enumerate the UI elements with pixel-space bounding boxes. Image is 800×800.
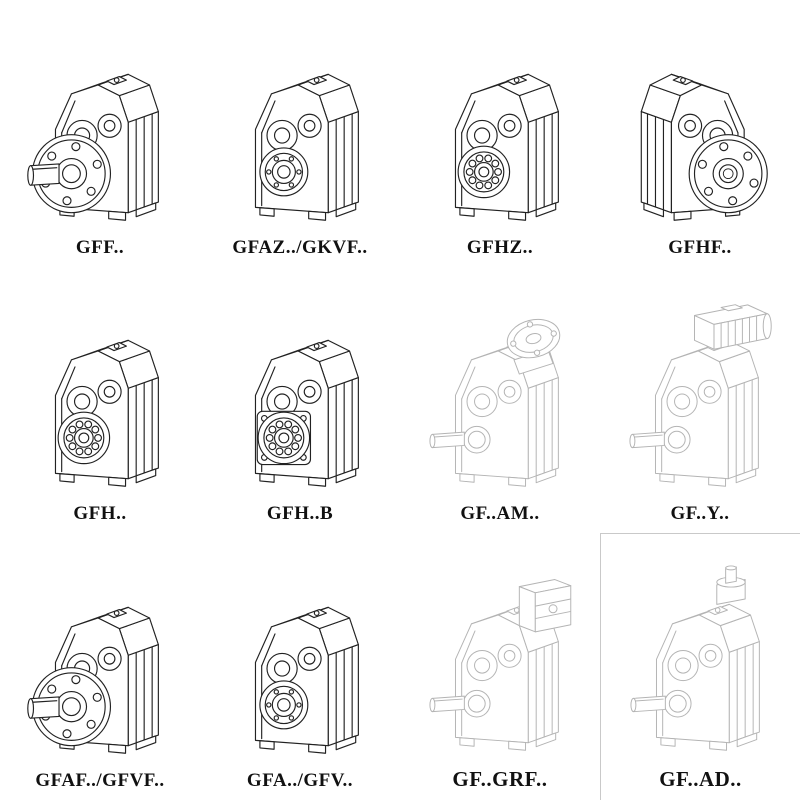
model-label: GFHZ.. (466, 236, 534, 258)
gearbox-flange-mirrored-icon (641, 73, 768, 221)
gearbox-flange-with-shaft-icon (27, 73, 159, 221)
catalog-cell-gfaz-gkvf: GFAZ../GKVF.. (200, 0, 400, 267)
catalog-cell-gfhf: GFHF.. (600, 0, 800, 267)
model-label: GFAF../GFVF.. (35, 769, 165, 791)
model-label: GF..GRF.. (452, 766, 548, 791)
model-label: GF..Y.. (670, 503, 730, 525)
catalog-cell-gf-grf: GF..GRF.. (400, 533, 600, 800)
model-label: GFF.. (75, 236, 125, 258)
catalog-cell-gfhz: GFHZ.. (400, 0, 600, 267)
gearbox-bearing-plate-icon (255, 340, 359, 488)
catalog-cell-gf-y: GF..Y.. (600, 267, 800, 534)
gearbox-hollow-shaft-icon (255, 73, 359, 221)
catalog-cell-gfa-gfv: GFA../GFV.. (200, 533, 400, 800)
model-label: GFAZ../GKVF.. (232, 236, 368, 258)
gearbox-flange-with-shaft-icon (27, 606, 159, 754)
catalog-cell-gfh: GFH.. (0, 267, 200, 534)
model-label: GFH..B (266, 503, 334, 525)
catalog-cell-gf-am: GF..AM.. (400, 267, 600, 534)
gearbox-input-shaft-adapter-icon (630, 565, 760, 751)
gearbox-adapter-box-icon (429, 579, 572, 751)
gearbox-bearing-face-icon (55, 340, 159, 488)
catalog-cell-gf-ad: GF..AD.. (600, 533, 800, 800)
model-label: GFH.. (73, 503, 127, 525)
catalog-cell-gfaf-gfvf: GFAF../GFVF.. (0, 533, 200, 800)
gearbox-bearing-face-icon (455, 73, 559, 221)
gearbox-hollow-shaft-icon (255, 606, 359, 754)
gearbox-with-motor-icon (629, 304, 772, 488)
model-label: GF..AD.. (659, 766, 742, 791)
model-label: GFA../GFV.. (246, 769, 354, 791)
model-label: GFHF.. (668, 236, 732, 258)
model-label: GF..AM.. (460, 503, 540, 525)
gearbox-motor-adapter-flange-icon (429, 313, 565, 488)
catalog-cell-gfh-b: GFH..B (200, 267, 400, 534)
catalog-cell-gff: GFF.. (0, 0, 200, 267)
